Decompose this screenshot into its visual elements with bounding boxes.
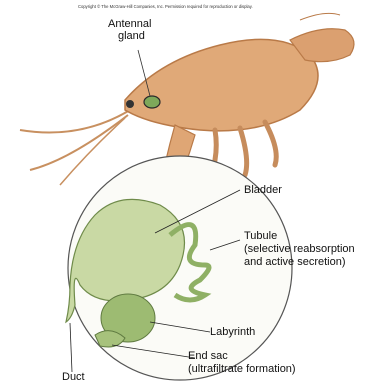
label-gland: gland	[118, 30, 145, 42]
label-tubule-desc1: (selective reabsorption	[244, 243, 355, 255]
label-end-sac: End sac	[188, 350, 228, 362]
antennal-gland-marker	[144, 96, 160, 108]
label-tubule: Tubule	[244, 230, 277, 242]
label-antennal: Antennal	[108, 18, 151, 30]
label-duct: Duct	[62, 371, 85, 383]
label-end-sac-desc: (ultrafiltrate formation)	[188, 363, 296, 375]
label-tubule-desc2: and active secretion)	[244, 256, 346, 268]
label-bladder: Bladder	[244, 184, 282, 196]
label-labyrinth: Labyrinth	[210, 326, 255, 338]
